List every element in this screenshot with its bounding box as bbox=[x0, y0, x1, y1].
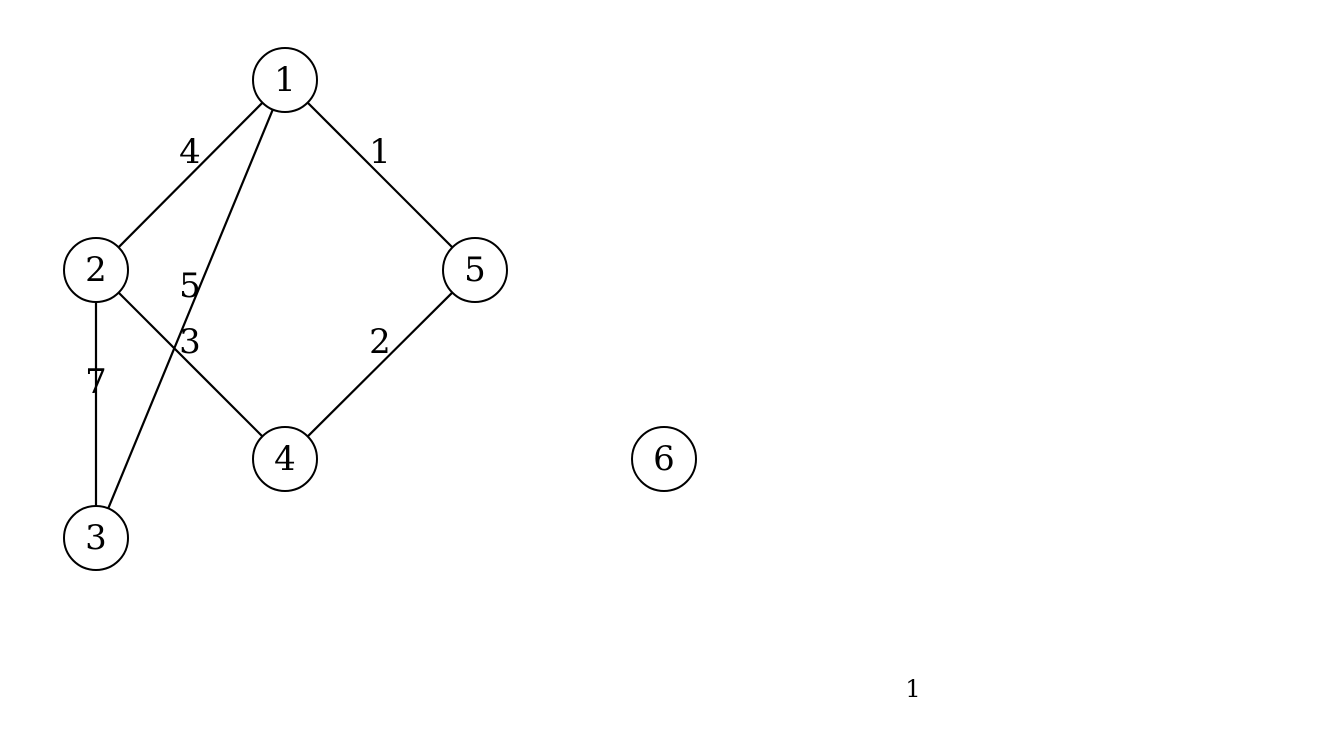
edge-weight-label-2-4: 3 bbox=[179, 322, 201, 362]
node-2: 2 bbox=[63, 237, 129, 303]
edge-5-4 bbox=[306, 291, 454, 438]
node-label-1: 1 bbox=[274, 60, 296, 100]
node-label-3: 3 bbox=[85, 518, 107, 558]
edge-1-3 bbox=[107, 109, 274, 509]
node-6: 6 bbox=[631, 426, 697, 492]
node-circle-4 bbox=[252, 426, 318, 492]
node-5: 5 bbox=[442, 237, 508, 303]
node-1: 1 bbox=[252, 47, 318, 113]
edge-1-5 bbox=[306, 101, 454, 249]
node-3: 3 bbox=[63, 505, 129, 571]
node-label-6: 6 bbox=[653, 439, 675, 479]
node-circle-6 bbox=[631, 426, 697, 492]
edge-1-2 bbox=[117, 101, 264, 249]
edge-weight-label-1-2: 4 bbox=[179, 132, 201, 172]
edge-weight-label-5-4: 2 bbox=[369, 322, 391, 362]
nodes-layer: 1 2 3 4 5 6 bbox=[63, 47, 697, 571]
page-number: 1 bbox=[905, 675, 920, 703]
node-4: 4 bbox=[252, 426, 318, 492]
edge-weight-label-1-3: 5 bbox=[179, 266, 201, 306]
edge-labels-layer: 4 1 5 3 7 2 bbox=[85, 132, 391, 402]
node-circle-5 bbox=[442, 237, 508, 303]
edge-weight-label-1-5: 1 bbox=[369, 132, 391, 172]
node-label-4: 4 bbox=[274, 439, 296, 479]
node-circle-2 bbox=[63, 237, 129, 303]
edges-layer bbox=[94, 101, 454, 509]
node-circle-3 bbox=[63, 505, 129, 571]
node-label-2: 2 bbox=[85, 250, 107, 290]
edge-2-4 bbox=[117, 291, 264, 438]
edge-weight-label-2-3: 7 bbox=[85, 362, 107, 402]
node-label-5: 5 bbox=[464, 250, 486, 290]
node-circle-1 bbox=[252, 47, 318, 113]
